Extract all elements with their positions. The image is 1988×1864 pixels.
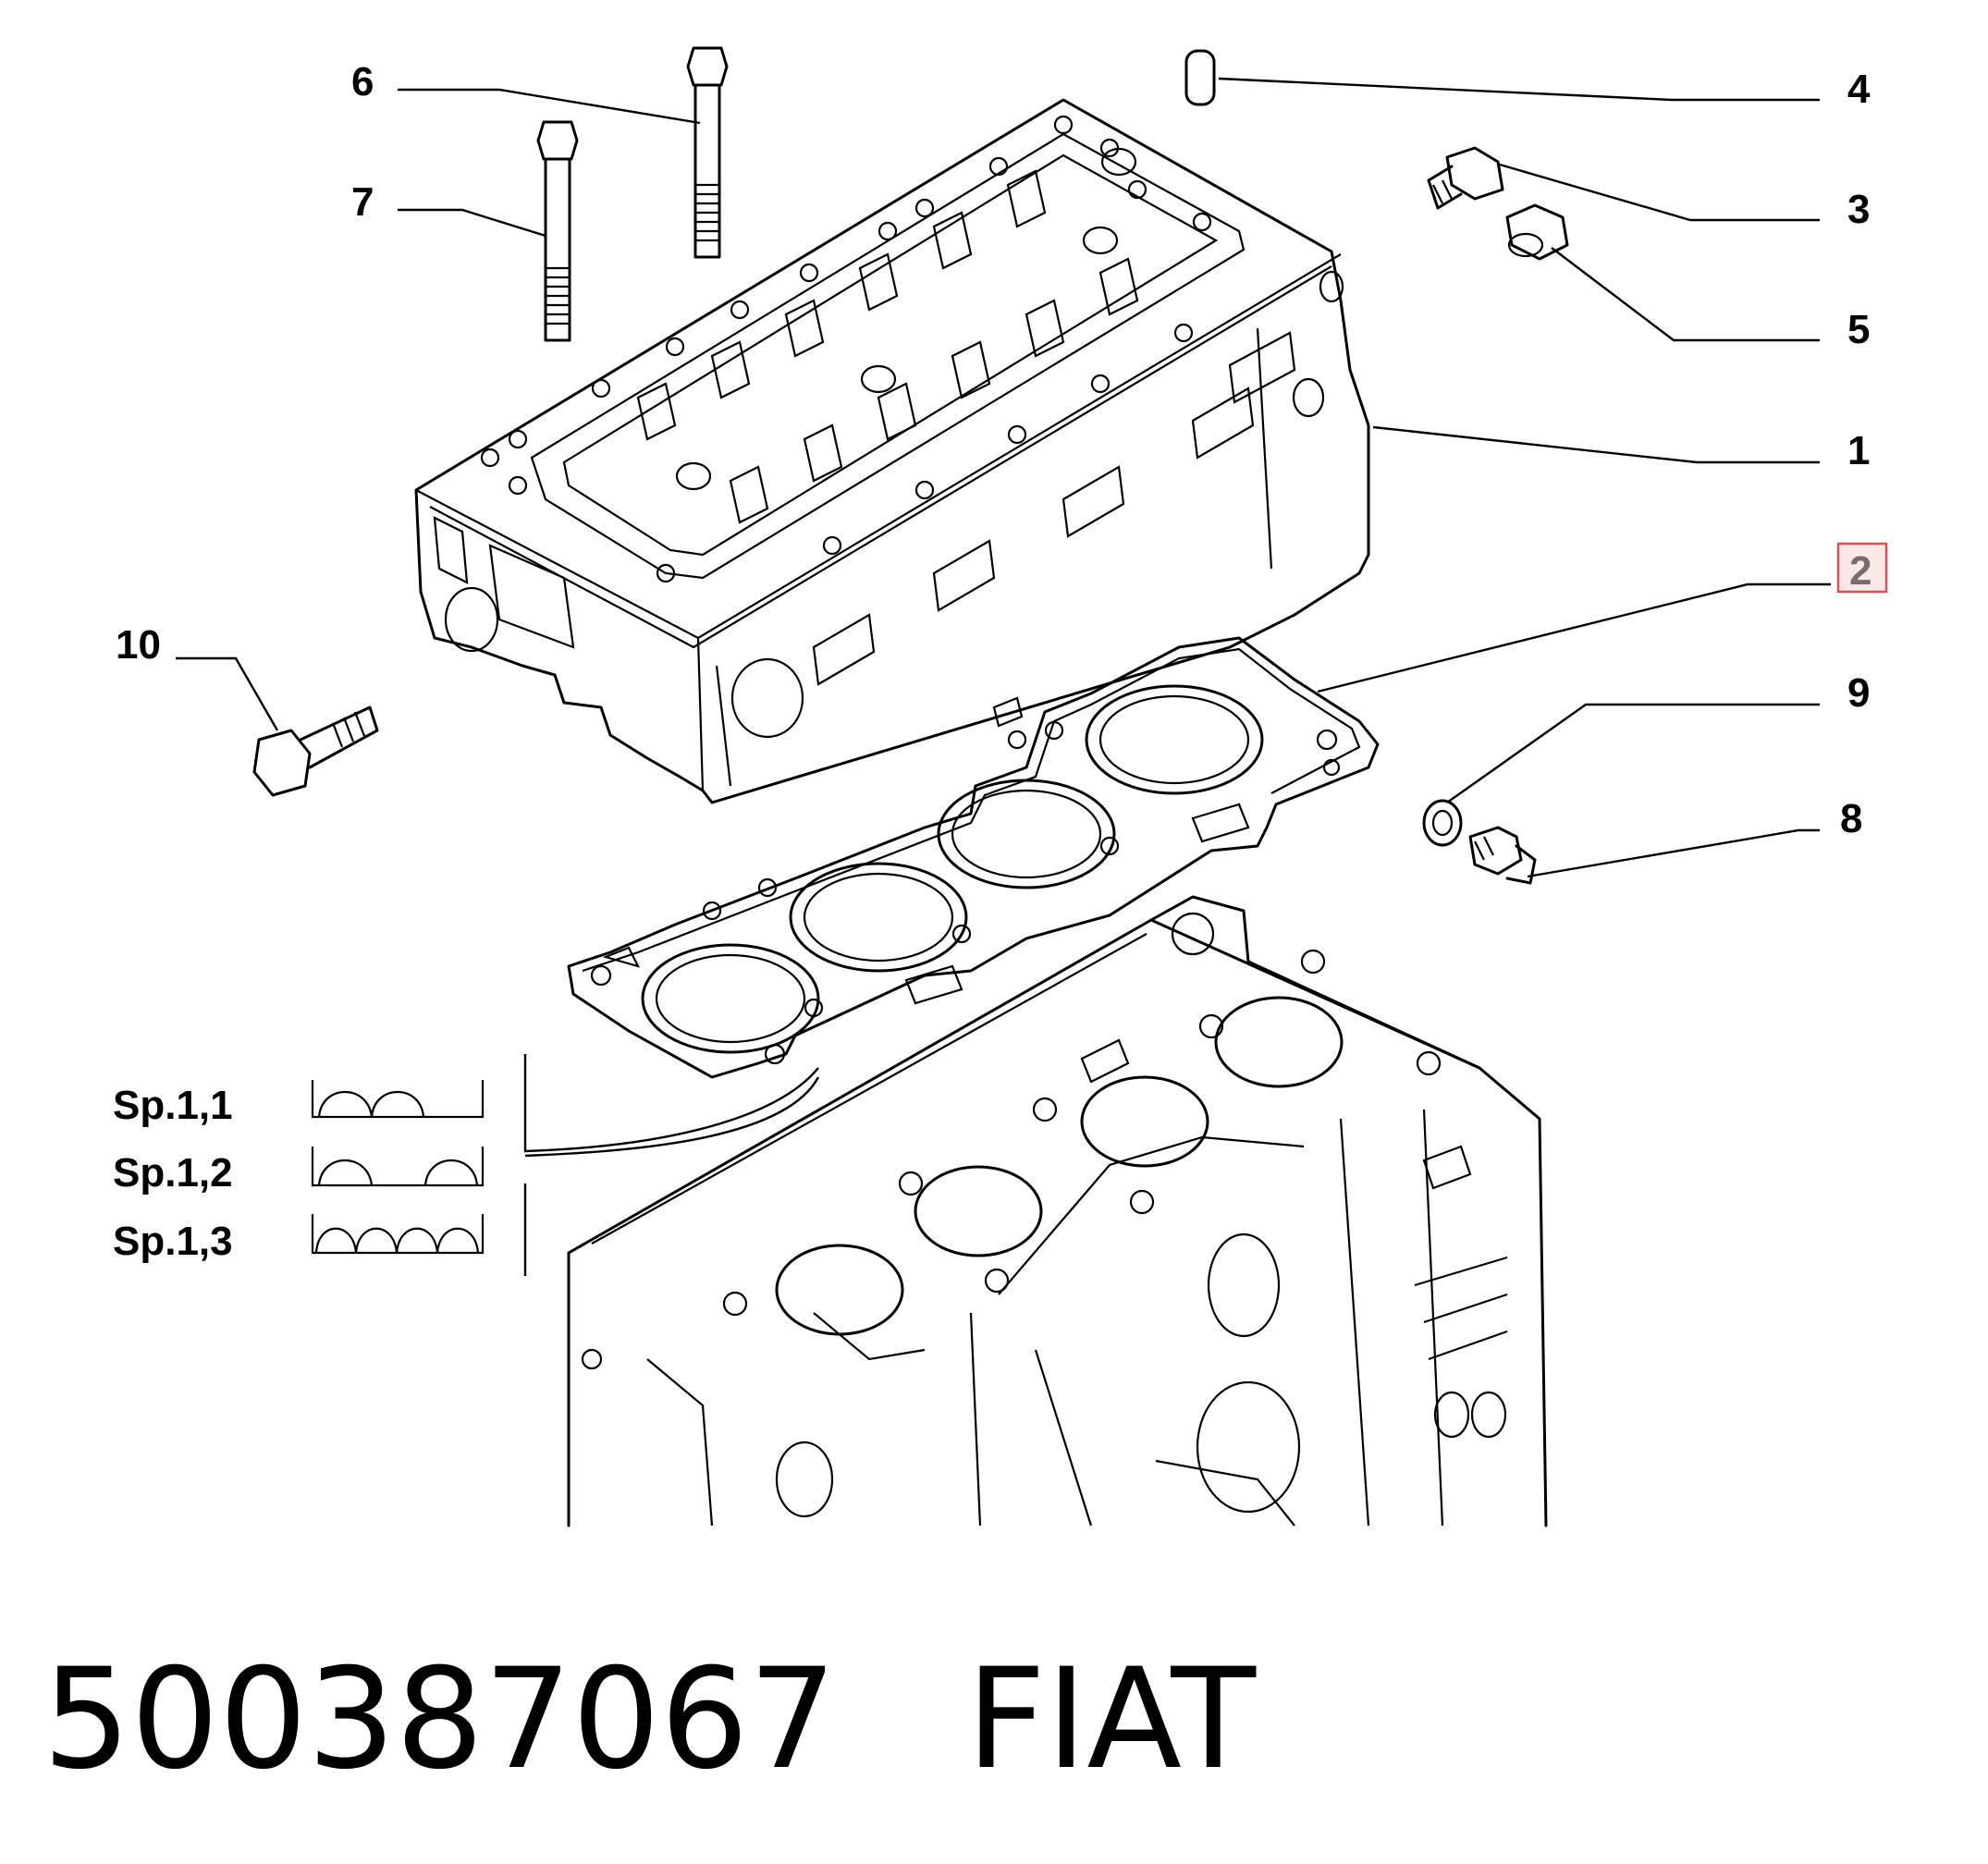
plug-5 [1505, 203, 1569, 261]
part-number: 500387067 [43, 1639, 837, 1800]
callout-4[interactable]: 4 [1847, 67, 1871, 112]
callout-9[interactable]: 9 [1847, 670, 1870, 716]
thickness-option-1: Sp.1,1 [113, 1083, 233, 1128]
callout-5[interactable]: 5 [1847, 307, 1870, 352]
callout-7[interactable]: 7 [351, 179, 374, 225]
gasket-thickness-legend [311, 1054, 820, 1276]
washer-9 [1422, 799, 1463, 847]
callout-8[interactable]: 8 [1840, 796, 1862, 841]
brand-name: FIAT [965, 1639, 1257, 1800]
plug-3 [1427, 146, 1504, 210]
thickness-labels: Sp.1,1 Sp.1,2 Sp.1,3 [113, 1083, 233, 1264]
leader-lines [176, 77, 1831, 878]
callout-2-highlight-box [1836, 542, 1888, 594]
head-gasket [567, 636, 1380, 1079]
thickness-option-2: Sp.1,2 [113, 1150, 233, 1196]
part-number-footer: 500387067 FIAT [43, 1641, 1256, 1798]
dowel-pin-4 [1184, 49, 1216, 106]
stud-bolt-6 [686, 46, 729, 259]
thickness-option-3: Sp.1,3 [113, 1219, 233, 1264]
callout-2[interactable]: 2 [1849, 548, 1871, 594]
callout-3[interactable]: 3 [1847, 187, 1870, 232]
callout-1[interactable]: 1 [1847, 428, 1870, 473]
cylinder-head [414, 98, 1370, 804]
plug-8 [1468, 826, 1537, 885]
callout-6[interactable]: 6 [351, 59, 374, 104]
callout-labels: 1 2 3 4 5 6 7 8 9 10 [116, 59, 1888, 841]
bolt-10 [252, 705, 379, 797]
stud-bolt-7 [536, 120, 579, 342]
engine-block [567, 895, 1548, 1527]
callout-10[interactable]: 10 [116, 622, 161, 668]
